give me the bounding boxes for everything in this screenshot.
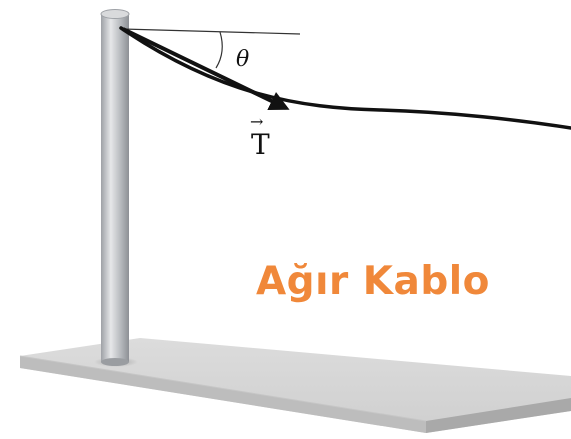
angle-arc	[215, 31, 223, 69]
pole	[100, 9, 130, 366]
base-plate	[19, 338, 571, 433]
horizontal-reference-line	[122, 28, 301, 35]
tension-vector-mark: →	[250, 112, 263, 131]
tension-label: T	[251, 128, 270, 161]
angle-label: θ	[236, 47, 249, 72]
diagram-caption: Ağır Kablo	[256, 259, 490, 304]
tension-vector-arrow	[122, 27, 290, 111]
heavy-cable	[119, 26, 571, 130]
